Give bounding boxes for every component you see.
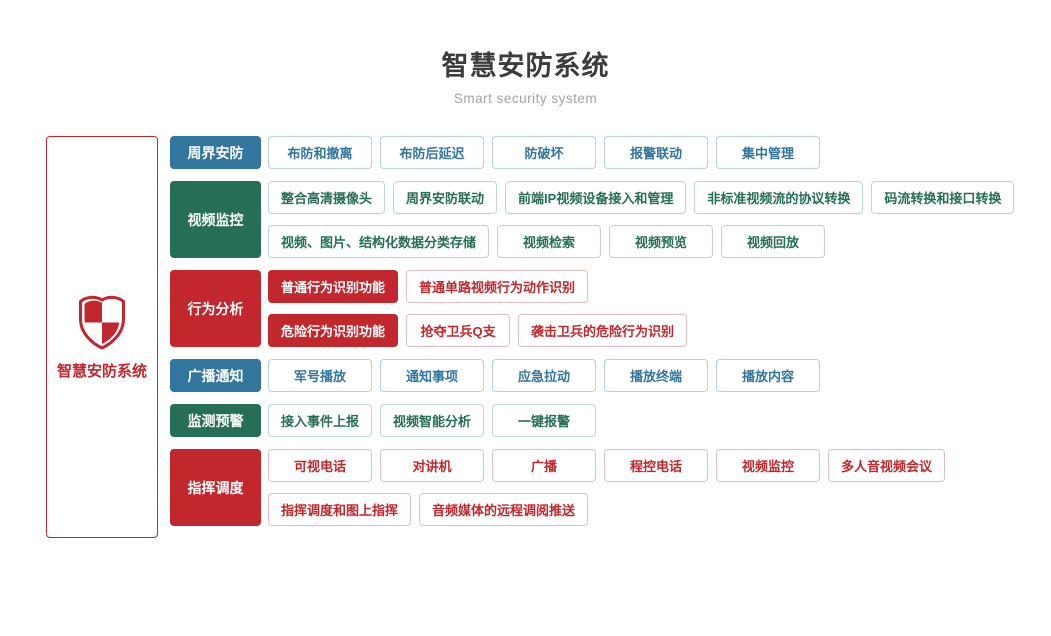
feature-row: 指挥调度可视电话对讲机广播程控电话视频监控多人音视频会议指挥调度和图上指挥音频媒… xyxy=(170,449,1014,526)
feature-item: 整合高清摄像头 xyxy=(268,181,386,214)
feature-item-line: 视频、图片、结构化数据分类存储视频检索视频预览视频回放 xyxy=(268,225,1014,258)
feature-item: 应急拉动 xyxy=(492,359,596,392)
category-label: 监测预警 xyxy=(170,404,261,437)
feature-item: 前端IP视频设备接入和管理 xyxy=(505,181,687,214)
feature-row: 行为分析普通行为识别功能普通单路视频行为动作识别危险行为识别功能抢夺卫兵Q支袭击… xyxy=(170,270,1014,347)
feature-item-line: 危险行为识别功能抢夺卫兵Q支袭击卫兵的危险行为识别 xyxy=(268,314,688,347)
category-label: 广播通知 xyxy=(170,359,261,392)
feature-item: 周界安防联动 xyxy=(393,181,498,214)
feature-item: 播放终端 xyxy=(604,359,708,392)
feature-item: 码流转换和接口转换 xyxy=(871,181,1015,214)
category-label: 指挥调度 xyxy=(170,449,261,526)
feature-item-line: 普通行为识别功能普通单路视频行为动作识别 xyxy=(268,270,687,303)
feature-item: 普通单路视频行为动作识别 xyxy=(406,270,589,303)
feature-item-line: 指挥调度和图上指挥音频媒体的远程调阅推送 xyxy=(268,493,945,526)
feature-row: 监测预警接入事件上报视频智能分析一键报警 xyxy=(170,404,1014,437)
category-label: 视频监控 xyxy=(170,181,261,258)
feature-item-group: 军号播放通知事项应急拉动播放终端播放内容 xyxy=(268,359,820,392)
feature-item: 音频媒体的远程调阅推送 xyxy=(419,493,589,526)
feature-row: 周界安防布防和撤离布防后延迟防破坏报警联动集中管理 xyxy=(170,136,1014,169)
feature-item: 布防和撤离 xyxy=(268,136,372,169)
feature-item: 布防后延迟 xyxy=(380,136,484,169)
feature-item: 广播 xyxy=(492,449,596,482)
shield-icon xyxy=(79,295,125,350)
feature-item: 指挥调度和图上指挥 xyxy=(268,493,412,526)
page-header: 智慧安防系统 Smart security system xyxy=(0,0,1051,106)
category-label: 周界安防 xyxy=(170,136,261,169)
feature-item: 播放内容 xyxy=(716,359,820,392)
feature-item: 可视电话 xyxy=(268,449,372,482)
page-subtitle: Smart security system xyxy=(453,91,598,106)
feature-item: 对讲机 xyxy=(380,449,484,482)
feature-item: 报警联动 xyxy=(604,136,708,169)
feature-item-line: 可视电话对讲机广播程控电话视频监控多人音视频会议 xyxy=(268,449,946,482)
feature-item: 防破坏 xyxy=(492,136,596,169)
feature-item-group: 普通行为识别功能普通单路视频行为动作识别危险行为识别功能抢夺卫兵Q支袭击卫兵的危… xyxy=(268,270,688,347)
feature-item: 集中管理 xyxy=(716,136,820,169)
feature-item: 视频智能分析 xyxy=(380,404,485,437)
feature-item: 视频监控 xyxy=(716,449,820,482)
feature-item-line: 军号播放通知事项应急拉动播放终端播放内容 xyxy=(268,359,820,392)
feature-item: 视频检索 xyxy=(497,225,602,258)
feature-item: 视频回放 xyxy=(721,225,826,258)
feature-item: 一键报警 xyxy=(492,404,597,437)
feature-item-group: 可视电话对讲机广播程控电话视频监控多人音视频会议指挥调度和图上指挥音频媒体的远程… xyxy=(268,449,946,526)
feature-item: 抢夺卫兵Q支 xyxy=(406,314,511,347)
feature-item-line: 整合高清摄像头周界安防联动前端IP视频设备接入和管理非标准视频流的协议转换码流转… xyxy=(268,181,1015,214)
feature-item-group: 布防和撤离布防后延迟防破坏报警联动集中管理 xyxy=(268,136,820,169)
feature-item: 军号播放 xyxy=(268,359,372,392)
feature-item-line: 布防和撤离布防后延迟防破坏报警联动集中管理 xyxy=(268,136,820,169)
diagram: 智慧安防系统 周界安防布防和撤离布防后延迟防破坏报警联动集中管理视频监控整合高清… xyxy=(46,136,1051,538)
feature-item-line: 接入事件上报视频智能分析一键报警 xyxy=(268,404,597,437)
feature-item: 多人音视频会议 xyxy=(828,449,946,482)
feature-item: 袭击卫兵的危险行为识别 xyxy=(518,314,688,347)
system-panel-label: 智慧安防系统 xyxy=(56,362,147,380)
feature-item: 程控电话 xyxy=(604,449,708,482)
category-label: 行为分析 xyxy=(170,270,261,347)
feature-item: 普通行为识别功能 xyxy=(268,270,399,303)
feature-item: 视频预览 xyxy=(609,225,714,258)
feature-item-group: 接入事件上报视频智能分析一键报警 xyxy=(268,404,597,437)
feature-item: 接入事件上报 xyxy=(268,404,373,437)
feature-item: 通知事项 xyxy=(380,359,484,392)
feature-row: 视频监控整合高清摄像头周界安防联动前端IP视频设备接入和管理非标准视频流的协议转… xyxy=(170,181,1015,258)
feature-item-group: 整合高清摄像头周界安防联动前端IP视频设备接入和管理非标准视频流的协议转换码流转… xyxy=(268,181,1015,258)
system-panel: 智慧安防系统 xyxy=(46,136,158,538)
page-title: 智慧安防系统 xyxy=(441,51,610,81)
feature-item: 非标准视频流的协议转换 xyxy=(694,181,864,214)
feature-rows: 周界安防布防和撤离布防后延迟防破坏报警联动集中管理视频监控整合高清摄像头周界安防… xyxy=(170,136,1015,526)
feature-item: 危险行为识别功能 xyxy=(268,314,399,347)
feature-item: 视频、图片、结构化数据分类存储 xyxy=(268,225,490,258)
feature-row: 广播通知军号播放通知事项应急拉动播放终端播放内容 xyxy=(170,359,1014,392)
